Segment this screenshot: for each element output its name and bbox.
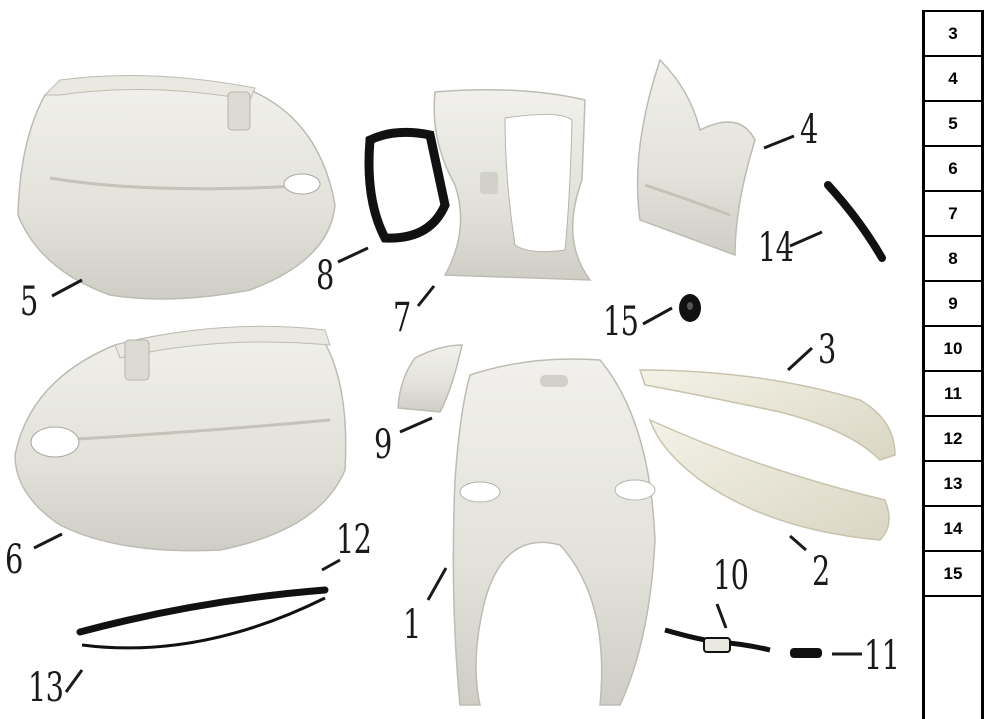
callout-number: 15 bbox=[603, 302, 638, 342]
reference-cell: 3 bbox=[925, 10, 981, 57]
callout-number: 10 bbox=[713, 556, 748, 596]
exploded-parts-diagram bbox=[0, 0, 915, 719]
small-cover-part bbox=[398, 345, 462, 412]
callout-number: 2 bbox=[812, 552, 830, 592]
callout-number: 12 bbox=[336, 520, 371, 560]
long-trim-part bbox=[80, 590, 325, 648]
reference-cell: 14 bbox=[925, 507, 981, 552]
callout-number: 1 bbox=[403, 605, 421, 645]
reference-cell: 7 bbox=[925, 192, 981, 237]
grommet-part bbox=[679, 294, 701, 322]
reflector-part bbox=[790, 648, 822, 658]
callout-number: 11 bbox=[864, 636, 899, 676]
side-cover-left-part bbox=[15, 326, 346, 550]
callout-number: 5 bbox=[20, 282, 38, 322]
callout-number: 6 bbox=[5, 540, 23, 580]
callout-number: 9 bbox=[374, 425, 392, 465]
inner-panel-part bbox=[434, 90, 590, 280]
callout-number: 8 bbox=[316, 256, 334, 296]
reference-cell: 5 bbox=[925, 102, 981, 147]
front-lower-cover-part bbox=[638, 60, 756, 255]
reference-cell: 9 bbox=[925, 282, 981, 327]
reference-cell: 11 bbox=[925, 372, 981, 417]
reference-cell: 12 bbox=[925, 417, 981, 462]
reference-cell: 6 bbox=[925, 147, 981, 192]
callout-number: 14 bbox=[758, 228, 793, 268]
front-shield-part bbox=[453, 359, 655, 705]
reference-cell: 15 bbox=[925, 552, 981, 597]
meter-bezel-part bbox=[369, 132, 445, 238]
reference-cell: 8 bbox=[925, 237, 981, 282]
reference-cell: 13 bbox=[925, 462, 981, 507]
callout-number: 4 bbox=[800, 110, 818, 150]
callout-number: 13 bbox=[28, 668, 63, 708]
side-cover-right-part bbox=[18, 76, 335, 300]
emblem-part bbox=[665, 630, 770, 652]
trim-strip-part bbox=[828, 185, 882, 258]
callout-number: 7 bbox=[393, 298, 411, 338]
reference-cell: 4 bbox=[925, 57, 981, 102]
callout-number: 3 bbox=[818, 330, 836, 370]
reference-cell: 10 bbox=[925, 327, 981, 372]
reference-number-column: 3 4 5 6 7 8 9 10 11 12 13 14 15 bbox=[922, 10, 984, 719]
